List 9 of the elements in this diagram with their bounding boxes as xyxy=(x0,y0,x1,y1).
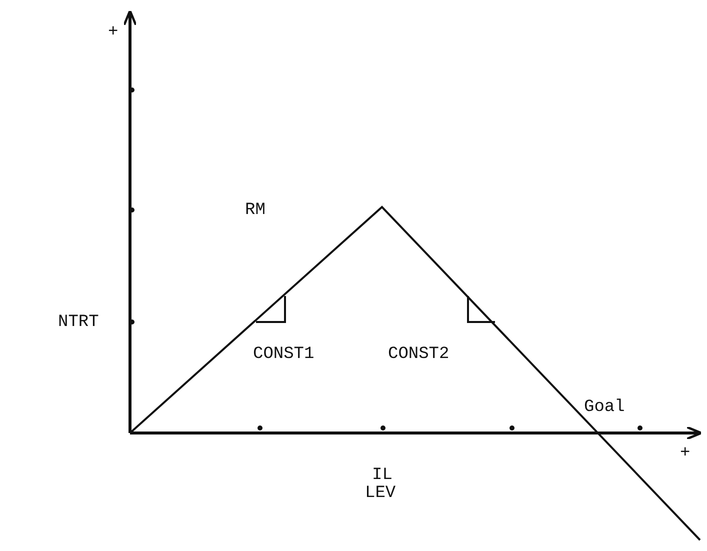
slope-label: CONST2 xyxy=(388,346,450,363)
axis-label: LEV xyxy=(365,485,396,502)
point-label: Goal xyxy=(584,399,625,416)
axis-sign: + xyxy=(680,445,690,462)
axis-label: RM xyxy=(245,202,266,219)
axis-label: NTRT xyxy=(58,314,99,331)
axis-label: IL xyxy=(372,467,392,484)
axis-sign: + xyxy=(108,24,118,41)
slope-label: CONST1 xyxy=(253,346,314,363)
